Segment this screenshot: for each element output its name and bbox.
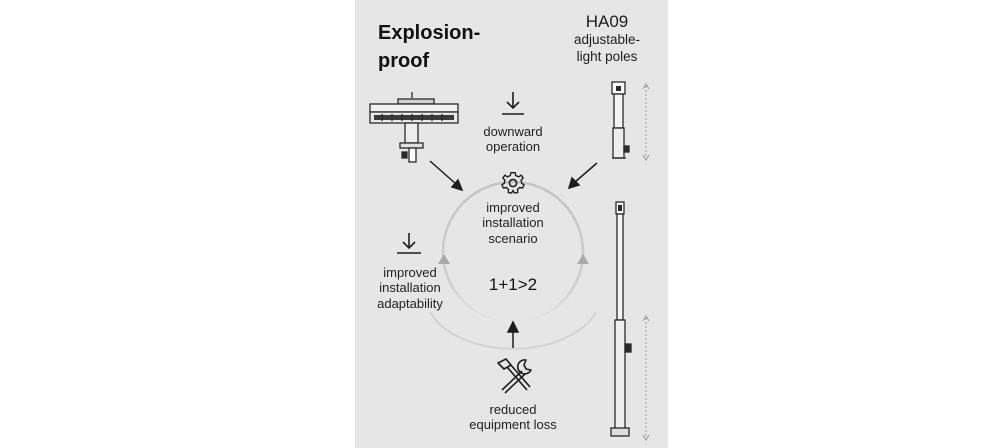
arrow-from-pole xyxy=(567,162,598,190)
downward-operation-label: downward operation xyxy=(483,124,543,155)
height-indicator-tall xyxy=(642,315,650,441)
model-label: HA09 adjustable- light poles xyxy=(562,12,652,65)
improved-installation-adaptability-label: improved installation adaptability xyxy=(377,265,443,311)
arrow-from-light xyxy=(429,160,464,192)
synergy-formula: 1+1>2 xyxy=(488,275,538,294)
ring-arrowhead-right xyxy=(577,254,589,264)
diagram-title: Explosion- proof xyxy=(378,20,518,75)
tools-icon xyxy=(497,358,532,394)
download-arrow-icon xyxy=(502,92,524,115)
reduced-equipment-loss-label: reduced equipment loss xyxy=(469,402,557,433)
improved-installation-scenario-label: improved installation scenario xyxy=(482,200,544,246)
arrow-from-tools xyxy=(506,320,520,348)
height-indicator-short xyxy=(642,83,650,161)
gear-icon xyxy=(501,171,525,194)
download-arrow-icon-left xyxy=(397,233,421,254)
title-line-2: proof xyxy=(378,49,430,72)
tall-light-pole-icon xyxy=(610,201,632,437)
model-subtitle-line-2: light poles xyxy=(576,48,638,64)
title-line-1: Explosion- xyxy=(378,22,481,44)
model-subtitle-line-1: adjustable- xyxy=(573,32,641,48)
short-light-pole-icon xyxy=(611,81,630,159)
model-code: HA09 xyxy=(585,12,629,31)
explosion-proof-light-icon xyxy=(369,92,459,163)
ring-arrowhead-left xyxy=(438,254,450,264)
